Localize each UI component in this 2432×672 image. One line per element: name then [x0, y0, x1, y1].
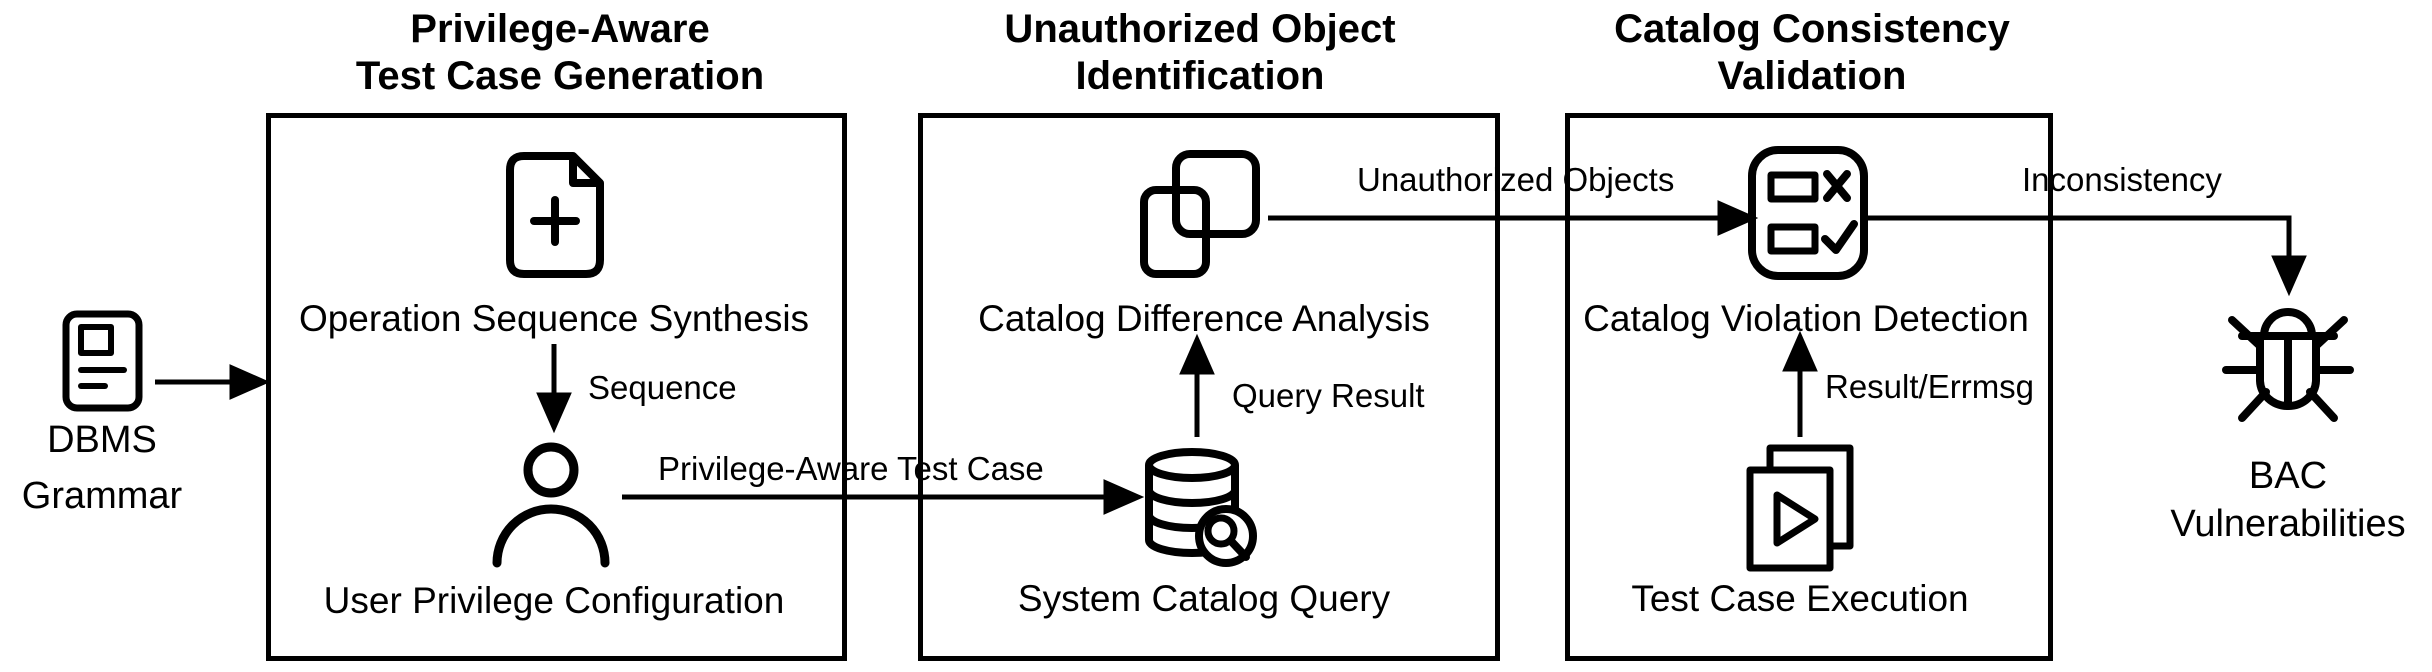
edge-label-result-errmsg: Result/Errmsg	[1825, 368, 2035, 405]
node-label-system-catalog-query: System Catalog Query	[1017, 578, 1391, 619]
stage-box-test-case-generation	[266, 113, 847, 661]
arrow-privilege-aware-test-case	[622, 479, 1145, 515]
output-node-label: BAC Vulnerabilities	[2170, 455, 2406, 545]
node-label-catalog-violation-detection: Catalog Violation Detection	[1583, 298, 2029, 339]
play-documents-icon	[1746, 444, 1854, 572]
arrow-sequence-down	[536, 344, 572, 434]
node-label-operation-sequence-synthesis: Operation Sequence Synthesis	[298, 298, 810, 339]
stage-title-2: Unauthorized Object Identification	[1004, 7, 1396, 98]
user-icon	[492, 442, 610, 568]
node-label-user-privilege-configuration: User Privilege Configuration	[323, 580, 785, 621]
stage-title-1: Privilege-Aware Test Case Generation	[355, 7, 765, 98]
input-node-label: DBMS Grammar	[21, 419, 183, 517]
edge-label-privilege-aware-test-case: Privilege-Aware Test Case	[658, 450, 1044, 487]
arrow-unauthorized-objects	[1268, 200, 1759, 236]
edge-label-sequence: Sequence	[588, 369, 737, 406]
bug-icon	[2222, 308, 2354, 422]
database-search-icon	[1145, 448, 1257, 567]
arrow-input	[155, 364, 271, 400]
edge-label-unauthorized-objects: Unauthorized Objects	[1357, 161, 1675, 198]
overlapping-squares-icon	[1140, 150, 1260, 278]
stage-box-catalog-consistency-validation	[1565, 113, 2053, 661]
edge-label-inconsistency: Inconsistency	[2022, 161, 2222, 198]
stage-box-unauthorized-object-identification	[918, 113, 1500, 661]
arrow-result-errmsg-up	[1782, 330, 1818, 437]
arrow-query-result-up	[1179, 333, 1215, 437]
document-plus-icon	[506, 152, 604, 278]
arrow-inconsistency	[1868, 215, 2307, 297]
checklist-icon	[1748, 146, 1868, 280]
node-label-test-case-execution: Test Case Execution	[1631, 578, 1969, 619]
edge-label-query-result: Query Result	[1232, 377, 1425, 414]
node-label-catalog-difference-analysis: Catalog Difference Analysis	[978, 298, 1430, 339]
stage-title-3: Catalog Consistency Validation	[1614, 7, 2010, 98]
grammar-document-icon	[62, 310, 143, 412]
